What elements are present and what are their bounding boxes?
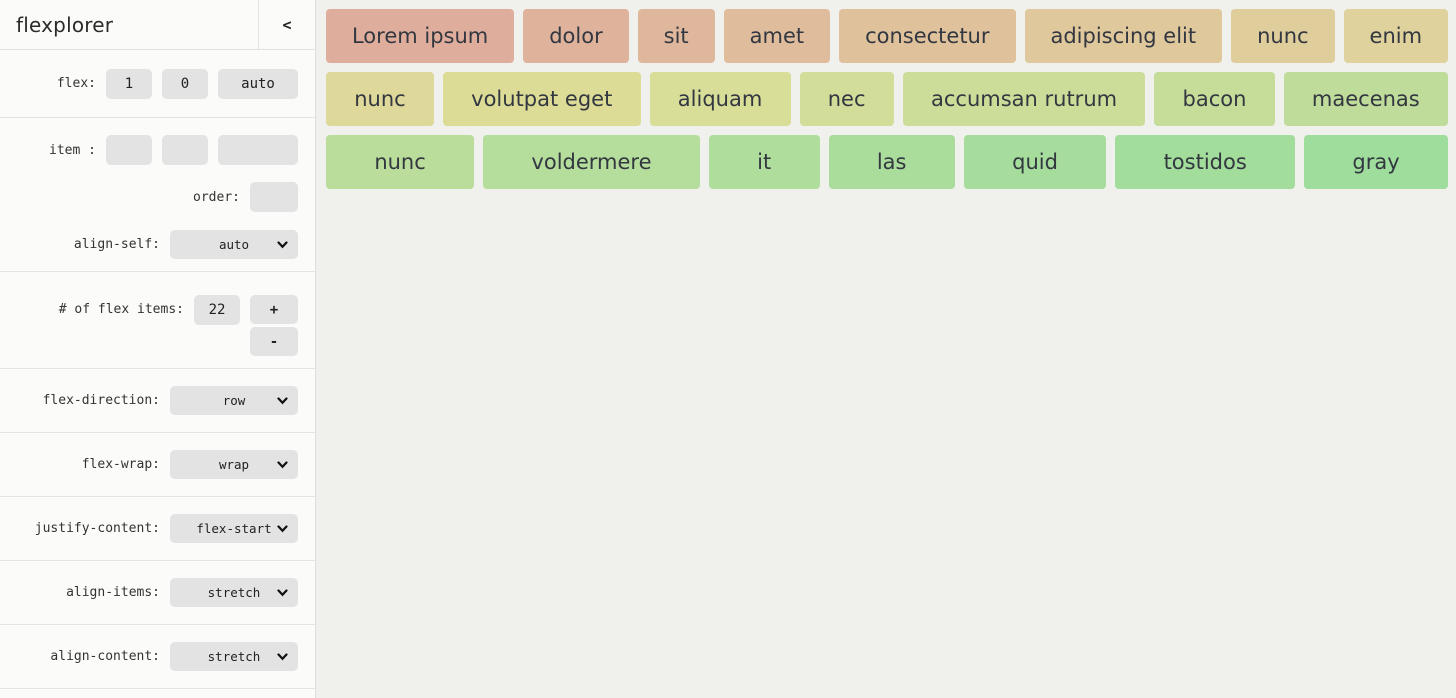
align-items-label: align-items: [66,585,160,600]
remove-item-button[interactable]: - [250,327,298,356]
flex-shrink-input[interactable] [162,68,208,99]
flex-item[interactable]: nunc [326,135,475,189]
flex-label: flex: [56,76,96,91]
flex-item[interactable]: accumsan rutrum [902,72,1146,126]
section-flex-wrap: flex-wrap: wrap [0,433,315,497]
flex-item[interactable]: tostidos [1115,135,1296,189]
flex-item[interactable]: aliquam [649,72,791,126]
count-input[interactable] [194,295,240,325]
chevron-down-icon [277,461,288,469]
flex-item[interactable]: dolor [523,9,629,63]
flex-item[interactable]: bacon [1154,72,1275,126]
align-items-value: stretch [207,585,261,600]
flex-wrap-select[interactable]: wrap [170,450,298,479]
item-grow-input[interactable] [106,135,152,165]
flex-item[interactable]: nec [799,72,894,126]
flex-direction-select[interactable]: row [170,386,298,415]
flex-basis-input[interactable] [218,68,298,99]
chevron-down-icon [277,653,288,661]
count-label: # of flex items: [58,302,184,317]
flex-item[interactable]: enim [1343,9,1449,63]
flex-grow-input[interactable] [106,68,152,99]
flex-item[interactable]: maecenas [1283,72,1448,126]
count-buttons: + - [250,295,298,356]
chevron-down-icon [277,397,288,405]
section-item: item : order: align-self: auto [0,118,315,272]
section-align-items: align-items: stretch [0,561,315,625]
align-self-value: auto [218,236,250,252]
chevron-down-icon [277,525,288,533]
sidebar-header: flexplorer < [0,0,315,50]
order-label: order: [193,189,240,205]
align-content-value: stretch [207,649,261,664]
flex-item[interactable]: volutpat eget [442,72,641,126]
flex-item[interactable]: gray [1304,135,1448,189]
item-basis-input[interactable] [218,135,298,165]
flex-item[interactable]: amet [723,9,831,63]
align-content-label: align-content: [50,649,160,664]
flex-item[interactable]: quid [963,135,1107,189]
flex-item[interactable]: Lorem ipsum [326,9,515,63]
chevron-down-icon [277,240,288,248]
flex-wrap-value: wrap [218,457,250,472]
flex-item[interactable]: it [708,135,820,189]
chevron-down-icon [277,589,288,597]
justify-content-label: justify-content: [34,521,160,536]
item-label: item : [49,142,96,158]
flex-direction-label: flex-direction: [42,393,160,408]
align-items-select[interactable]: stretch [170,578,298,607]
align-content-select[interactable]: stretch [170,642,298,671]
section-flex: flex: [0,50,315,118]
app-title: flexplorer [16,12,114,37]
sidebar: flexplorer < flex: item : order: [0,0,316,698]
align-self-label: align-self: [73,236,160,252]
flex-item[interactable]: las [828,135,955,189]
collapse-sidebar-button[interactable]: < [258,0,315,49]
flex-item[interactable]: voldermere [483,135,700,189]
flex-wrap-label: flex-wrap: [81,457,160,472]
flex-item[interactable]: adipiscing elit [1024,9,1223,63]
order-input[interactable] [250,182,298,212]
section-flex-direction: flex-direction: row [0,369,315,433]
flex-direction-value: row [222,393,246,408]
section-count: # of flex items: + - [0,272,315,369]
section-align-content: align-content: stretch [0,625,315,689]
justify-content-value: flex-start [196,521,272,536]
justify-content-select[interactable]: flex-start [170,514,298,543]
flex-item[interactable]: consectetur [839,9,1016,63]
flex-item[interactable]: nunc [326,72,434,126]
flex-item[interactable]: sit [637,9,715,63]
align-self-select[interactable]: auto [170,229,298,259]
item-shrink-input[interactable] [162,135,208,165]
add-item-button[interactable]: + [250,295,298,324]
flex-item[interactable]: nunc [1231,9,1335,63]
section-justify-content: justify-content: flex-start [0,497,315,561]
